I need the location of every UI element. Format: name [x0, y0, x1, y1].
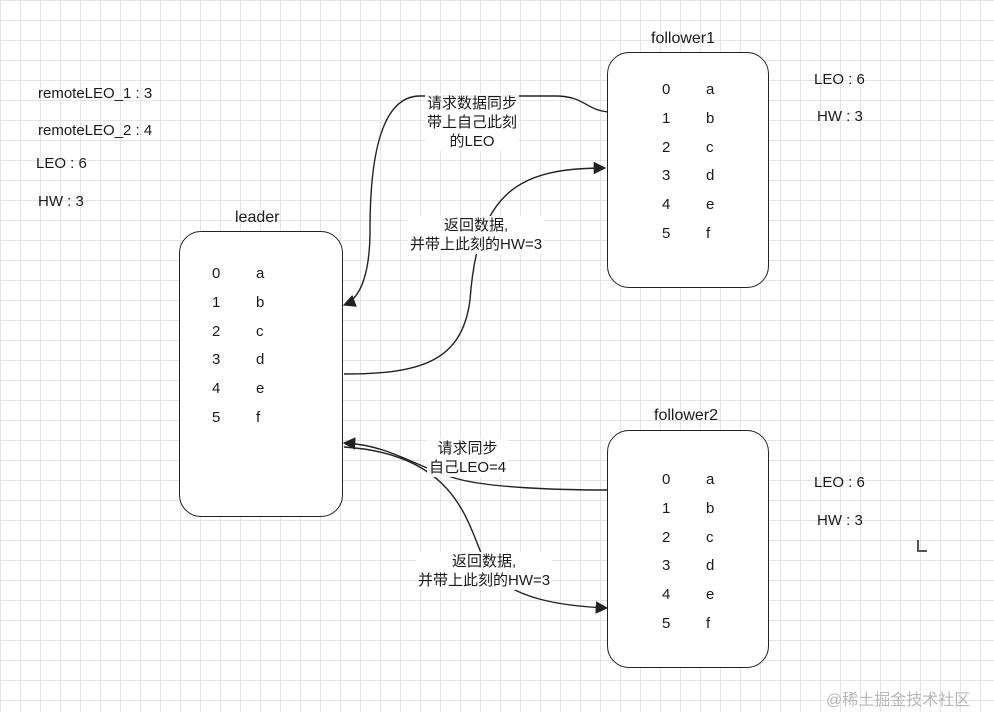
log-offset: 2 — [212, 322, 221, 340]
log-offset: 3 — [662, 167, 671, 185]
log-offset: 4 — [212, 380, 221, 398]
log-value: a — [706, 471, 715, 488]
edge-label-f1-response: 返回数据, 并带上此刻的HW=3 — [408, 216, 545, 254]
follower2-title: follower2 — [654, 407, 719, 424]
log-value: e — [256, 380, 265, 398]
log-offset: 3 — [662, 557, 671, 575]
arrow-f1-request — [342, 95, 610, 307]
log-value: e — [706, 586, 715, 604]
remote-leo-1-label: remoteLEO_1 : 3 — [38, 85, 153, 102]
edge-label-line: 的LEO — [449, 133, 495, 150]
log-value: c — [706, 138, 714, 156]
watermark: @稀土掘金技术社区 — [826, 692, 971, 709]
leader-leo-label: LEO : 6 — [36, 155, 87, 172]
log-offset: 3 — [212, 351, 221, 369]
log-offset: 0 — [662, 471, 671, 488]
log-value: f — [706, 225, 711, 242]
follower1-title: follower1 — [651, 30, 716, 47]
log-offset: 2 — [662, 528, 671, 546]
log-value: f — [706, 615, 711, 632]
log-value: a — [706, 81, 715, 98]
edge-label-line: 返回数据, — [443, 217, 509, 234]
log-value: b — [706, 499, 715, 517]
log-offset: 4 — [662, 586, 671, 604]
remote-leo-2-label: remoteLEO_2 : 4 — [38, 122, 153, 139]
arrow-f2-request — [342, 437, 608, 491]
edge-label-f2-response: 返回数据, 并带上此刻的HW=3 — [416, 552, 553, 590]
log-offset: 0 — [662, 81, 671, 98]
log-offset: 5 — [212, 409, 221, 426]
follower1-leo-label: LEO : 6 — [814, 71, 865, 88]
log-value: e — [706, 196, 715, 214]
follower1-hw-label: HW : 3 — [817, 108, 863, 125]
leader-hw-label: HW : 3 — [38, 193, 84, 210]
log-value: b — [706, 109, 715, 127]
log-value: b — [256, 293, 265, 311]
arrow-f1-response — [343, 161, 607, 375]
log-value: d — [706, 167, 715, 185]
edge-label-line: 自己LEO=4 — [429, 459, 507, 476]
edge-label-f1-request: 请求数据同步 带上自己此刻 的LEO — [425, 94, 520, 151]
log-value: c — [256, 322, 264, 340]
log-offset: 5 — [662, 615, 671, 632]
log-value: f — [256, 409, 261, 426]
follower2-leo-label: LEO : 6 — [814, 474, 865, 491]
edge-label-line: 返回数据, — [451, 553, 517, 570]
log-value: c — [706, 528, 714, 546]
log-offset: 5 — [662, 225, 671, 242]
edge-label-line: 请求数据同步 — [427, 95, 518, 112]
log-offset: 0 — [212, 265, 221, 282]
edge-label-f2-request: 请求同步 自己LEO=4 — [427, 439, 509, 477]
edge-label-line: 带上自己此刻 — [427, 114, 518, 131]
leader-title: leader — [235, 209, 280, 226]
edge-label-line: 并带上此刻的HW=3 — [410, 236, 543, 253]
log-offset: 2 — [662, 138, 671, 156]
log-value: a — [256, 265, 265, 282]
log-value: d — [256, 351, 265, 369]
edge-label-line: 请求同步 — [437, 440, 498, 457]
log-offset: 4 — [662, 196, 671, 214]
log-offset: 1 — [662, 499, 671, 517]
follower2-hw-label: HW : 3 — [817, 512, 863, 529]
log-offset: 1 — [662, 109, 671, 127]
log-value: d — [706, 557, 715, 575]
log-offset: 1 — [212, 293, 221, 311]
edge-label-line: 并带上此刻的HW=3 — [418, 572, 551, 589]
cursor-mark-icon — [917, 540, 927, 552]
